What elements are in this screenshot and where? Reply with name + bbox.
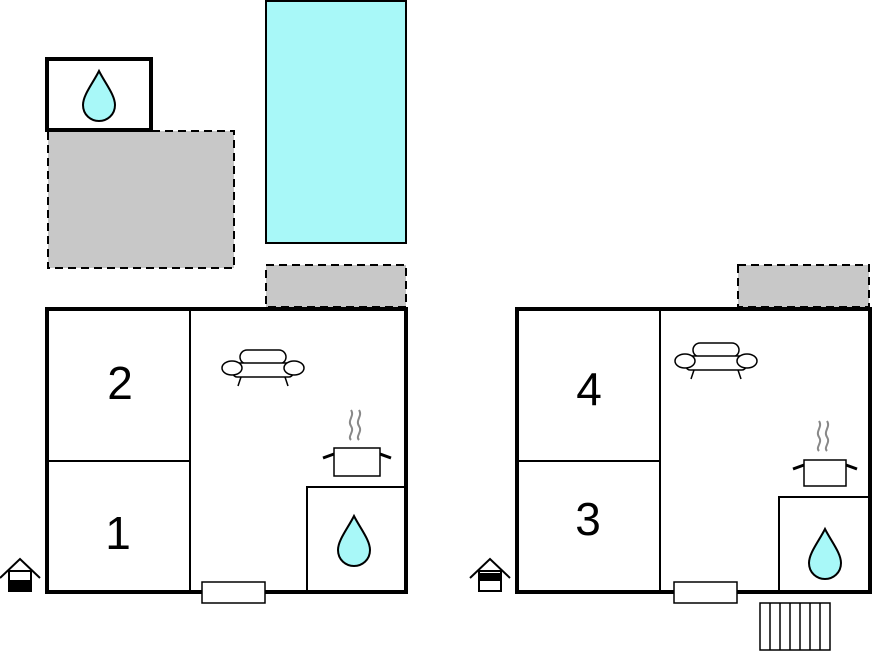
water-outlet-box [45,57,153,132]
stairs-icon [759,602,831,651]
bathroom-left [306,486,407,593]
terrace-area-center [265,264,407,308]
terrace-area-right [737,264,870,308]
window-icon [201,581,266,604]
window-icon [673,581,738,604]
room-number: 4 [576,363,602,415]
cooking-pot-icon [792,420,858,487]
water-drop-icon [337,515,371,567]
right-unit: 4 3 [515,307,872,651]
cooking-pot-icon [322,409,392,477]
water-drop-icon [808,528,842,580]
terrace-area-left [47,130,235,269]
pool-area [265,0,407,244]
sofa-icon [221,349,305,387]
house-entrance-icon [0,557,41,592]
room-number: 1 [105,507,131,559]
room-number: 3 [575,493,601,545]
sofa-icon [674,342,758,380]
bathroom-right [778,496,871,593]
house-entrance-icon [469,557,511,592]
room-number: 2 [107,357,133,409]
left-unit: 2 1 [45,307,408,604]
